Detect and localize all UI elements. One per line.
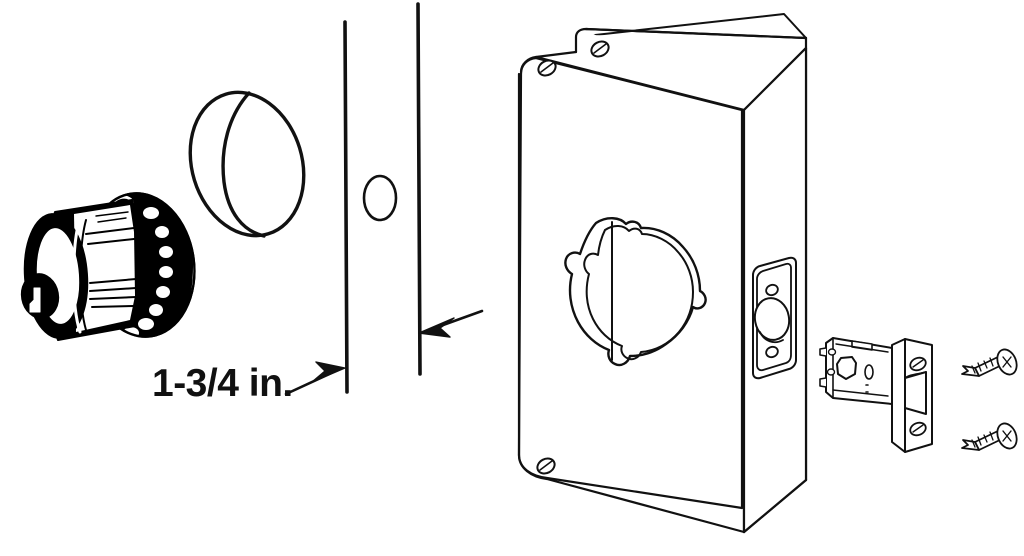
screw-lower — [961, 422, 1018, 451]
dimension-leader-right — [418, 309, 484, 338]
door-face-near — [343, 20, 349, 394]
door-face-far — [416, 2, 422, 376]
plate-screw-hole-top-flap — [590, 40, 610, 58]
plate-bore-hole — [564, 217, 707, 367]
plate-screw-hole-top-front — [537, 59, 557, 77]
knob-collar — [188, 90, 306, 238]
latch-faceplate — [752, 256, 797, 380]
key-cylinder — [20, 199, 143, 341]
plate-screw-hole-bottom-front — [536, 457, 556, 475]
door-thickness-dimension-label: 1-3/4 in. — [152, 362, 293, 405]
door-bore-hole — [362, 174, 398, 222]
dimension-leader-left — [284, 361, 346, 396]
latch-assembly — [819, 337, 933, 453]
screw-upper — [961, 348, 1018, 377]
reinforcer-plate — [517, 13, 808, 534]
